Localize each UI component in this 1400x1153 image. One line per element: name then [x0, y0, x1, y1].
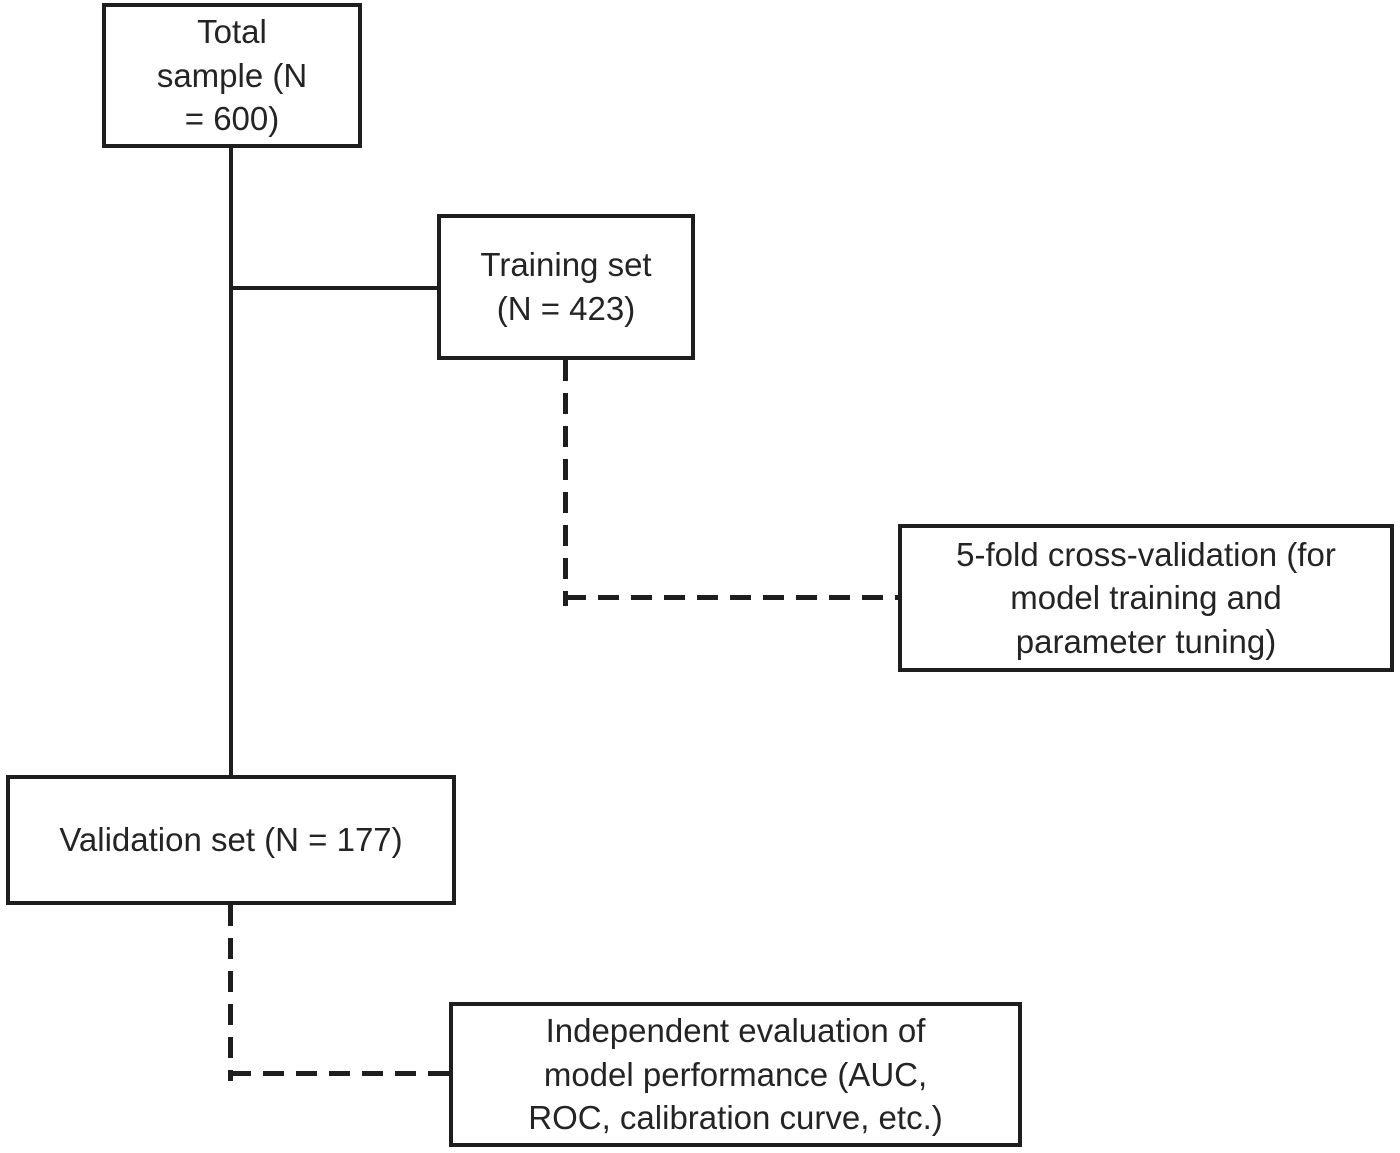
independent-evaluation-label: Independent evaluation of model performa… [528, 1012, 943, 1137]
training-set-label: Training set (N = 423) [480, 246, 652, 327]
validation-set-box: Validation set (N = 177) [6, 775, 456, 905]
connector-validation-to-evaluation-vertical [228, 905, 233, 1081]
connector-training-to-crossvalidation-vertical [563, 360, 568, 606]
training-set-box: Training set (N = 423) [437, 214, 695, 360]
total-sample-box: Total sample (N = 600) [102, 3, 362, 148]
independent-evaluation-box: Independent evaluation of model performa… [449, 1002, 1022, 1147]
total-sample-label: Total sample (N = 600) [156, 13, 308, 138]
cross-validation-box: 5-fold cross-validation (for model train… [898, 524, 1394, 672]
connector-total-to-validation [229, 147, 233, 776]
connector-total-to-training [231, 286, 437, 290]
validation-set-label: Validation set (N = 177) [59, 821, 403, 859]
connector-validation-to-evaluation-horizontal [230, 1071, 449, 1076]
cross-validation-label: 5-fold cross-validation (for model train… [956, 535, 1336, 660]
connector-training-to-crossvalidation-horizontal [565, 595, 898, 600]
